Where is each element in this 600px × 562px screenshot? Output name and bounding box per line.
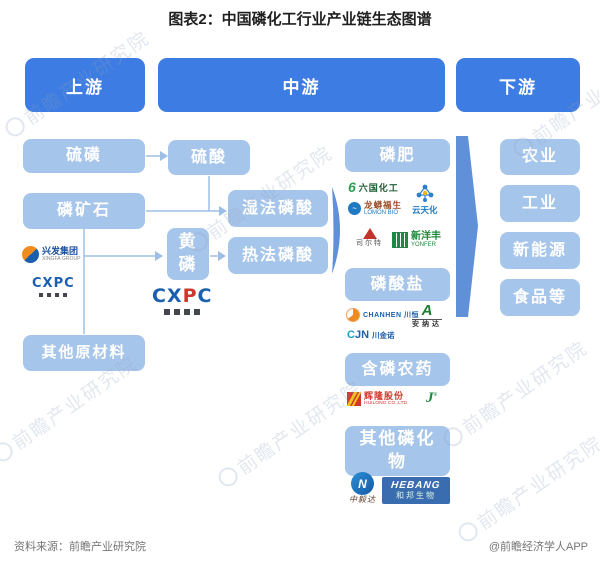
zhongyida-icon: N [351,472,374,495]
xingfa-name: 兴发集团 [42,246,79,256]
xingfa-name-en: XINGFA GROUP [42,256,81,262]
node-other-materials: 其他原材料 [23,335,145,371]
node-thermal-process-acid: 热法磷酸 [228,237,328,274]
node-industry: 工业 [500,185,580,222]
huilong-logo: 辉隆股份 HUILONG CO.,LTD [347,392,412,407]
xinyangfeng-name-en: YONFER [411,242,437,248]
node-sulfuric-acid: 硫酸 [168,140,250,175]
arrowheads [155,151,227,261]
source-note: 资料来源：前瞻产业研究院 [14,541,146,553]
node-phosphate-rock: 磷矿石 [23,193,145,229]
node-phosphorus-pesticide: 含磷农药 [345,353,450,386]
annada-name: 安纳达 [412,319,442,328]
cxpc-logo-large: CXPC [152,287,213,315]
annada-logo: A 安纳达 [412,303,442,329]
node-phosphate-salt: 磷酸盐 [345,268,450,301]
hebang-logo: HEBANG 和邦生物 [382,477,450,504]
chuanjinnuo-logo: CJN 川金诺 [347,330,395,341]
xinyangfeng-name: 新洋丰 [411,231,441,242]
node-yellow-phosphorus: 黄磷 [167,228,209,280]
cxpc-logo-small: CXPC [32,277,75,297]
chanhen-icon [346,308,360,322]
header-midstream: 中游 [158,58,445,112]
yuntianhua-logo: 云天化 [412,183,438,216]
cxpc-seal-icons [164,309,201,315]
zhongyida-logo: N 中毅达 [349,472,376,504]
sierte-logo: 司尔特 [356,228,383,247]
node-sulfur: 硫磺 [23,139,145,173]
annada-swan-icon: A [421,302,433,319]
xingfa-icon [22,246,39,263]
liuguo-icon: 6 [348,179,356,195]
chuanjinnuo-name: 川金诺 [372,330,395,340]
header-downstream: 下游 [456,58,580,112]
xingfa-group-logo: 兴发集团 XINGFA GROUP [22,246,87,263]
xinyangfeng-cube-icon [392,232,408,248]
green-j-logo: J® [426,391,437,406]
header-upstream: 上游 [25,58,145,112]
liuguo-name: 六国化工 [358,182,399,193]
credit-note: @前瞻经济学人APP [488,541,588,553]
node-phosphate-fertilizer: 磷肥 [345,139,450,172]
chanhen-name: CHANHEN 川恒 [363,311,419,319]
liuguo-chemical-logo: 6 六国化工 [348,180,399,194]
sierte-triangle-icon [362,228,377,239]
lomon-name: 龙蟒福生 [364,200,403,210]
node-wet-process-acid: 湿法磷酸 [228,190,328,227]
cxpc-wordmark: CXPC [32,276,75,291]
funnel-small [332,187,340,274]
cxpc-wordmark: CXPC [152,285,213,307]
sierte-name: 司尔特 [356,240,383,247]
cxpc-seal-icons [39,293,68,297]
yuntianhua-molecule-icon [416,184,434,202]
lomon-name-en: LOMON BIO [364,209,399,216]
chart-title: 图表2：中国磷化工行业产业链生态图谱 [168,11,432,28]
green-j-icon: J® [426,390,438,406]
chanhen-logo: CHANHEN 川恒 [346,308,419,322]
huilong-name-en: HUILONG CO.,LTD [364,400,408,406]
xinyangfeng-logo: 新洋丰 YONFER [392,232,441,248]
node-other-phosphide: 其他磷化物 [345,426,450,476]
yuntianhua-name: 云天化 [412,205,438,215]
node-new-energy: 新能源 [500,232,580,269]
zhongyida-name: 中毅达 [349,495,376,504]
lomon-icon: ~ [348,201,361,215]
node-food: 食品等 [500,279,580,316]
huilong-name: 辉隆股份 [364,391,405,401]
huilong-icon [347,392,361,407]
hebang-name: 和邦生物 [396,491,436,500]
funnel-large [456,136,478,317]
node-agriculture: 农业 [500,139,580,175]
chuanjinnuo-icon: CJN [347,329,370,341]
lomon-bio-logo: ~ 龙蟒福生 LOMON BIO [348,201,402,216]
